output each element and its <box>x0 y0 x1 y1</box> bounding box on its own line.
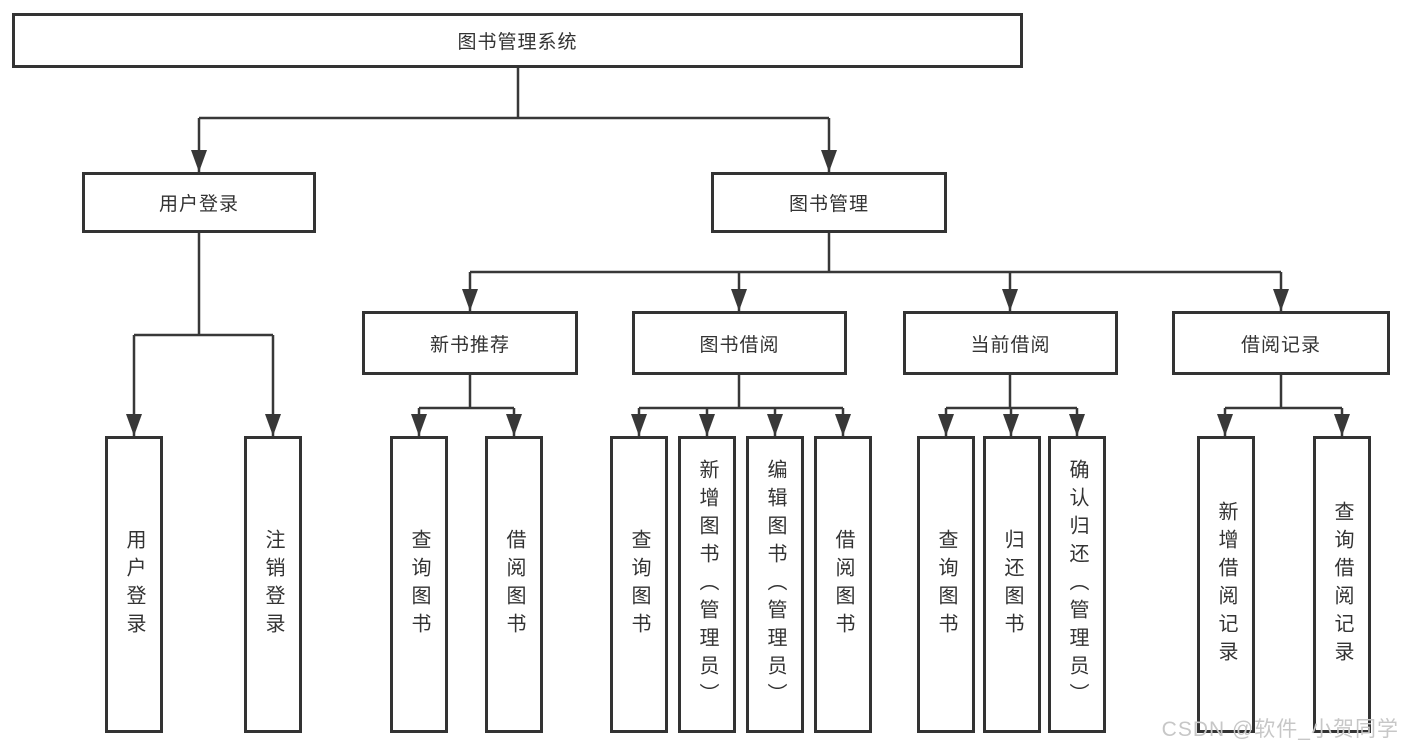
leaf-label: 查询图书 <box>628 528 650 641</box>
leaf-confirm-return-admin: 确认归还（管理员） <box>1048 436 1106 733</box>
node-book-management: 图书管理 <box>711 172 947 233</box>
leaf-label: 归还图书 <box>1001 528 1023 641</box>
leaf-label: 查询图书 <box>408 528 430 641</box>
leaf-label: 查询借阅记录 <box>1331 500 1353 669</box>
leaf-label: 确认归还（管理员） <box>1066 458 1088 711</box>
leaf-label: 新增借阅记录 <box>1215 500 1237 669</box>
leaf-add-borrow-record: 新增借阅记录 <box>1197 436 1255 733</box>
leaf-query-borrow-record: 查询借阅记录 <box>1313 436 1371 733</box>
node-borrowing-records: 借阅记录 <box>1172 311 1390 375</box>
leaf-edit-book-admin: 编辑图书（管理员） <box>746 436 804 733</box>
watermark: CSDN @软件_小贺同学 <box>1161 718 1399 741</box>
leaf-query-books-borrowing: 查询图书 <box>610 436 668 733</box>
leaf-query-books-recommend: 查询图书 <box>390 436 448 733</box>
leaf-user-login: 用户登录 <box>105 436 163 733</box>
leaf-label: 编辑图书（管理员） <box>764 458 786 711</box>
node-user-login: 用户登录 <box>82 172 316 233</box>
leaf-borrow-books-recommend: 借阅图书 <box>485 436 543 733</box>
node-current-borrowing: 当前借阅 <box>903 311 1118 375</box>
node-book-borrowing: 图书借阅 <box>632 311 847 375</box>
node-new-book-recommend: 新书推荐 <box>362 311 578 375</box>
leaf-return-book: 归还图书 <box>983 436 1041 733</box>
leaf-label: 查询图书 <box>935 528 957 641</box>
leaf-label: 用户登录 <box>123 528 145 641</box>
leaf-query-books-current: 查询图书 <box>917 436 975 733</box>
leaf-label: 新增图书（管理员） <box>696 458 718 711</box>
leaf-borrow-books-borrowing: 借阅图书 <box>814 436 872 733</box>
leaf-label: 借阅图书 <box>503 528 525 641</box>
leaf-add-book-admin: 新增图书（管理员） <box>678 436 736 733</box>
node-root: 图书管理系统 <box>12 13 1023 68</box>
leaf-label: 注销登录 <box>262 528 284 641</box>
leaf-label: 借阅图书 <box>832 528 854 641</box>
leaf-logout: 注销登录 <box>244 436 302 733</box>
